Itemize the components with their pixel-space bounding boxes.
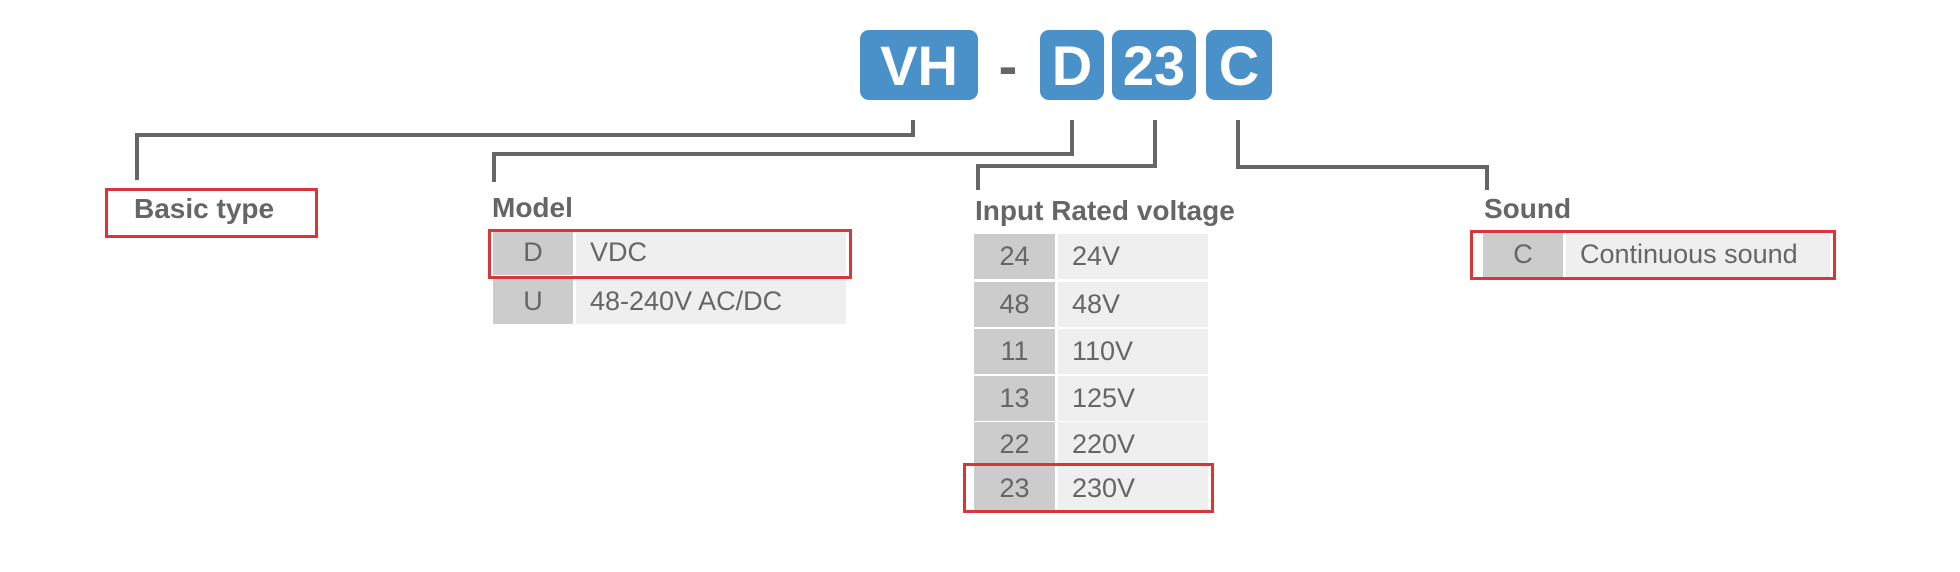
input-code-23: 23: [974, 466, 1055, 511]
input-desc-24: 24V: [1058, 234, 1208, 279]
input-title: Input Rated voltage: [975, 195, 1235, 226]
basic-type-label: Basic type: [134, 193, 275, 224]
input-desc-23: 230V: [1058, 466, 1208, 511]
model-desc-d: VDC: [576, 230, 846, 275]
code-part-voltage: 23: [1112, 30, 1196, 100]
model-desc-u: 48-240V AC/DC: [576, 279, 846, 324]
code-part-vh: VH: [860, 30, 978, 100]
input-code-11: 11: [974, 329, 1055, 374]
model-code-u: U: [493, 279, 573, 324]
connector-model: [492, 120, 1074, 182]
input-desc-11: 110V: [1058, 329, 1208, 374]
sound-title: Sound: [1484, 193, 1572, 224]
connector-basic-type: [135, 120, 915, 180]
input-code-24: 24: [974, 234, 1055, 279]
sound-desc-c: Continuous sound: [1566, 232, 1830, 277]
code-separator: -: [998, 33, 1018, 97]
input-desc-13: 125V: [1058, 376, 1208, 421]
connector-input: [976, 120, 1157, 190]
model-code-d: D: [493, 230, 573, 275]
code-part-model: D: [1040, 30, 1104, 100]
input-code-22: 22: [974, 422, 1055, 467]
input-desc-48: 48V: [1058, 282, 1208, 327]
input-code-13: 13: [974, 376, 1055, 421]
connector-sound: [1236, 120, 1489, 190]
input-code-48: 48: [974, 282, 1055, 327]
input-desc-22: 220V: [1058, 422, 1208, 467]
sound-code-c: C: [1483, 232, 1563, 277]
code-part-sound: C: [1206, 30, 1272, 100]
model-title: Model: [492, 192, 573, 223]
